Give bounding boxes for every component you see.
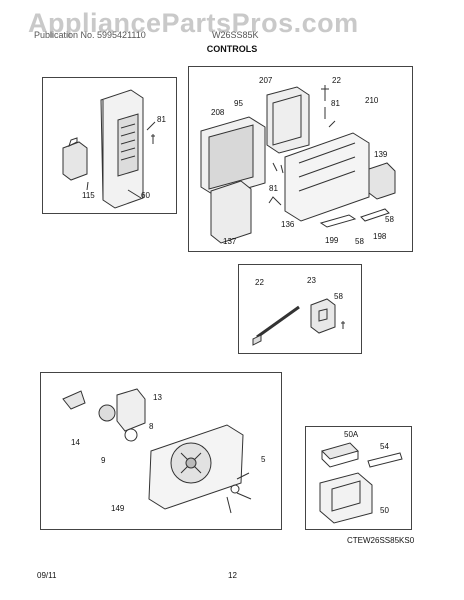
- callout-8: 8: [149, 422, 154, 431]
- callout-22: 22: [255, 278, 264, 287]
- footer-page-number: 12: [228, 571, 237, 580]
- callout-210: 210: [365, 96, 379, 105]
- callout-13: 13: [153, 393, 162, 402]
- dispenser-tray-drawing: [306, 427, 413, 531]
- callout-149: 149: [111, 504, 125, 513]
- panel-fan-assembly: 13 14 8 9 5 149: [40, 372, 282, 530]
- housing-drawing: [43, 78, 178, 215]
- callout-5: 5: [261, 455, 266, 464]
- callout-95: 95: [234, 99, 243, 108]
- callout-81-upper: 81: [331, 99, 340, 108]
- callout-198: 198: [373, 232, 387, 241]
- callout-9: 9: [101, 456, 106, 465]
- callout-14: 14: [71, 438, 80, 447]
- panel-wire-harness: 22 23 58: [238, 264, 362, 354]
- callout-54: 54: [380, 442, 389, 451]
- callout-58-right: 58: [385, 215, 394, 224]
- callout-81: 81: [157, 115, 166, 124]
- panel-dispenser-housing: 81 115 60: [42, 77, 177, 214]
- callout-207: 207: [259, 76, 273, 85]
- section-title: CONTROLS: [206, 44, 258, 54]
- callout-50a: 50A: [344, 430, 359, 439]
- panel-control-assembly: 207 22 208 95 81 210 139 81 136 137 199 …: [188, 66, 413, 252]
- control-assembly-drawing: [189, 67, 414, 253]
- callout-58: 58: [334, 292, 343, 301]
- callout-58-lower: 58: [355, 237, 364, 246]
- publication-number: Publication No. 5995421110: [34, 30, 146, 40]
- callout-23: 23: [307, 276, 316, 285]
- fan-assembly-drawing: [41, 373, 283, 531]
- callout-81-lower: 81: [269, 184, 278, 193]
- wire-harness-drawing: [239, 265, 363, 355]
- footer-date: 09/11: [37, 571, 57, 580]
- callout-199: 199: [325, 236, 339, 245]
- callout-139: 139: [374, 150, 388, 159]
- panel-dispenser-tray: 50A 54 50: [305, 426, 412, 530]
- diagram-code: CTEW26SS85KS0: [347, 536, 415, 545]
- callout-22: 22: [332, 76, 341, 85]
- model-number: W26SS85K: [212, 30, 259, 40]
- callout-136: 136: [281, 220, 295, 229]
- callout-137: 137: [223, 237, 237, 246]
- watermark: AppliancePartsPros.com: [28, 8, 359, 38]
- callout-115: 115: [82, 191, 95, 200]
- callout-50: 50: [380, 506, 389, 515]
- callout-60: 60: [141, 191, 150, 200]
- callout-208: 208: [211, 108, 225, 117]
